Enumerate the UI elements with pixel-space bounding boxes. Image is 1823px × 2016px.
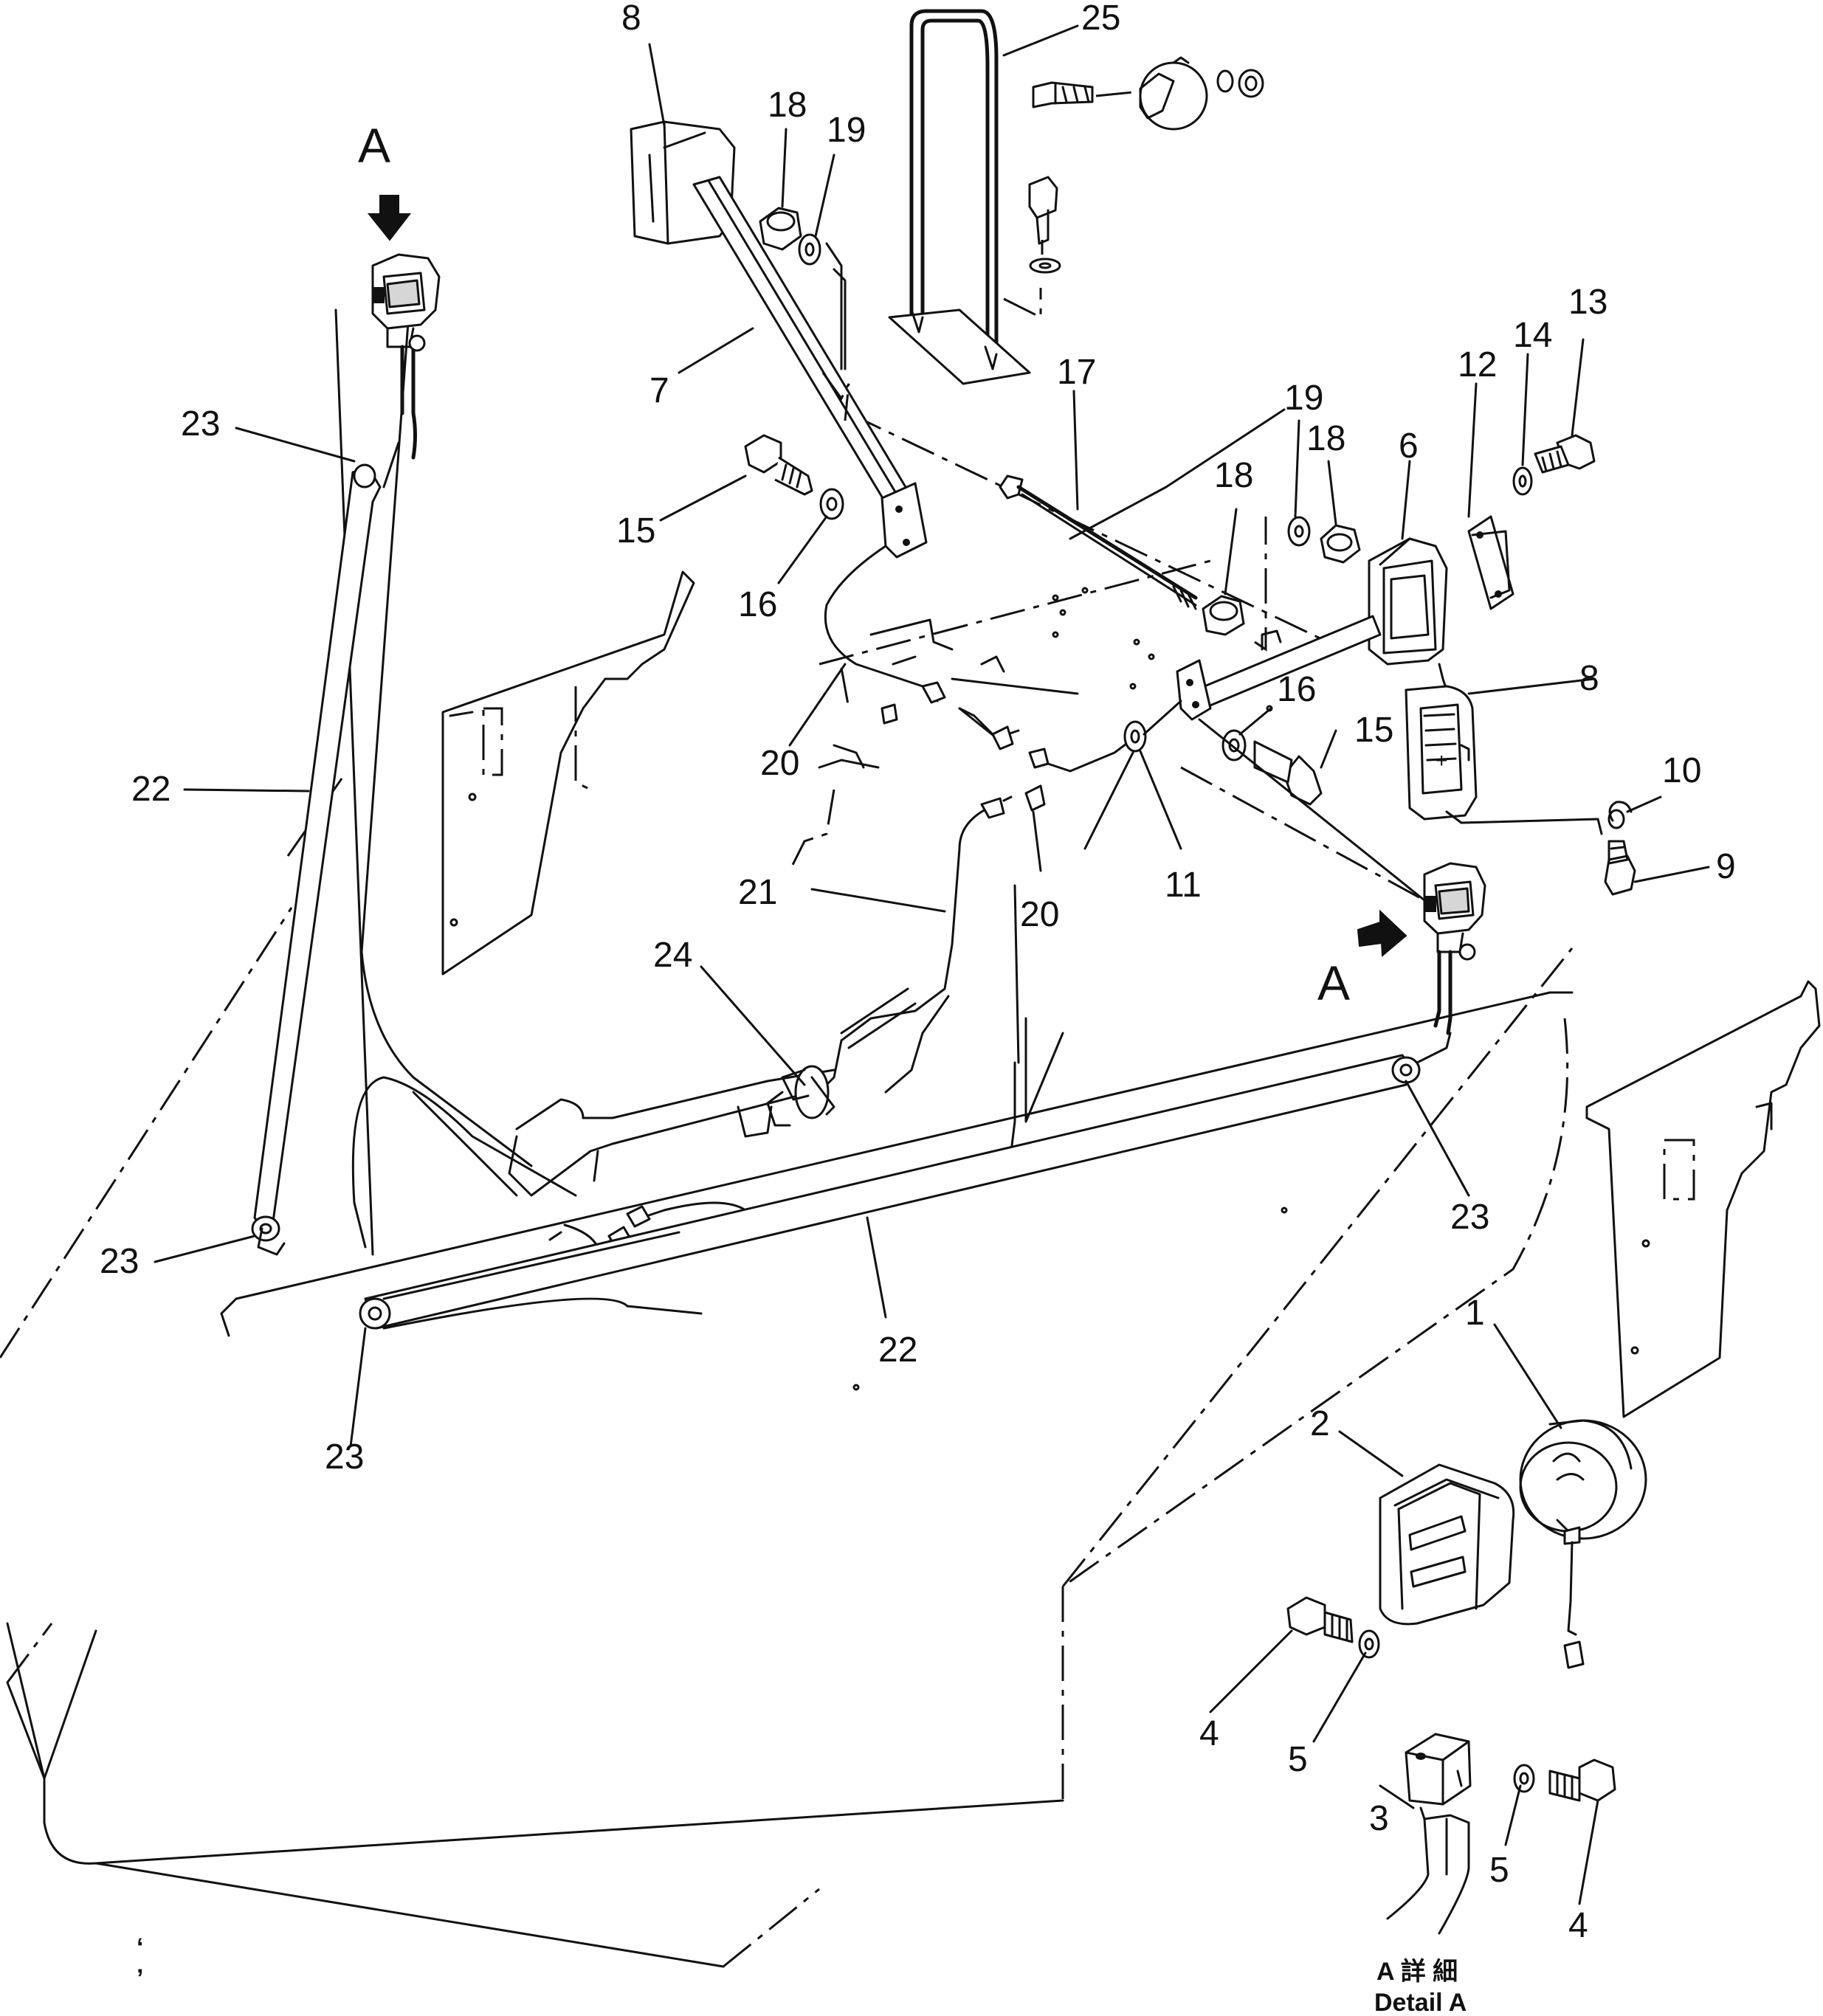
callout-14: 14 xyxy=(1513,316,1552,355)
callout-4: 4 xyxy=(1568,1906,1588,1945)
callout-18: 18 xyxy=(768,86,807,125)
view-arrows xyxy=(367,195,1407,958)
right-work-lamp xyxy=(359,862,1486,1330)
right-mirror-assembly xyxy=(1176,515,1514,721)
svg-text:+: + xyxy=(1436,749,1447,772)
callout-7: 7 xyxy=(649,371,669,410)
view-marker-a-left: A xyxy=(358,118,390,173)
handrail xyxy=(888,9,1042,385)
handrail-hardware xyxy=(1028,56,1264,274)
view-marker-a-right: A xyxy=(1317,956,1350,1010)
callout-10: 10 xyxy=(1662,751,1701,790)
callout-16: 16 xyxy=(738,585,777,624)
detail-caption-jp: A 詳 細 xyxy=(1376,1958,1458,1986)
callout-23: 23 xyxy=(325,1437,364,1477)
callout-24: 24 xyxy=(653,936,692,975)
callout-22: 22 xyxy=(131,770,170,809)
left-side-panel xyxy=(441,570,695,976)
right-side-panel xyxy=(1585,980,1821,1418)
callout-23: 23 xyxy=(100,1242,139,1281)
callout-15: 15 xyxy=(616,511,655,550)
callout-23: 23 xyxy=(181,404,220,443)
callout-22: 22 xyxy=(878,1330,917,1370)
callout-5: 5 xyxy=(1489,1851,1509,1890)
callout-8: 8 xyxy=(621,0,641,38)
corner-mark: ‘ xyxy=(137,1933,143,1961)
callout-3: 3 xyxy=(1369,1799,1389,1838)
callout-9: 9 xyxy=(1716,847,1736,886)
callout-18: 18 xyxy=(1214,456,1253,495)
callout-19: 19 xyxy=(1284,379,1323,418)
callout-21: 21 xyxy=(738,873,777,912)
callout-6: 6 xyxy=(1399,427,1419,466)
left-mirror-assembly xyxy=(630,120,928,559)
bolts xyxy=(744,434,1636,896)
callout-20: 20 xyxy=(1020,895,1059,934)
rod xyxy=(999,474,1198,610)
callout-15: 15 xyxy=(1354,711,1393,750)
callout-11: 11 xyxy=(1165,866,1202,905)
callout-labels: 8 25 18 19 13 14 12 17 19 18 6 18 7 23 1… xyxy=(100,0,1736,2016)
left-work-lamp xyxy=(251,253,441,1256)
leader-lines xyxy=(154,24,1710,1905)
callout-23: 23 xyxy=(1450,1198,1489,1237)
lamp-cover: + xyxy=(1405,685,1603,835)
callout-19: 19 xyxy=(827,111,866,150)
callout-17: 17 xyxy=(1057,353,1096,392)
callout-2: 2 xyxy=(1310,1404,1330,1443)
callout-4: 4 xyxy=(1199,1714,1219,1753)
wiring-harness xyxy=(351,545,1182,1263)
callout-8: 8 xyxy=(1579,659,1599,698)
callout-16: 16 xyxy=(1277,670,1316,709)
callout-12: 12 xyxy=(1458,345,1497,384)
callout-5: 5 xyxy=(1288,1740,1308,1779)
detail-a-parts xyxy=(1286,1419,1647,1935)
detail-caption-en: Detail A xyxy=(1374,1989,1467,2016)
callout-25: 25 xyxy=(1081,0,1120,38)
callout-20: 20 xyxy=(760,744,799,783)
machine-body xyxy=(0,301,1574,1968)
callout-1: 1 xyxy=(1465,1294,1485,1333)
corner-mark: ’ xyxy=(137,1964,143,1992)
callout-13: 13 xyxy=(1568,283,1607,322)
hose-clamp xyxy=(508,1065,835,1197)
callout-18: 18 xyxy=(1306,419,1345,458)
